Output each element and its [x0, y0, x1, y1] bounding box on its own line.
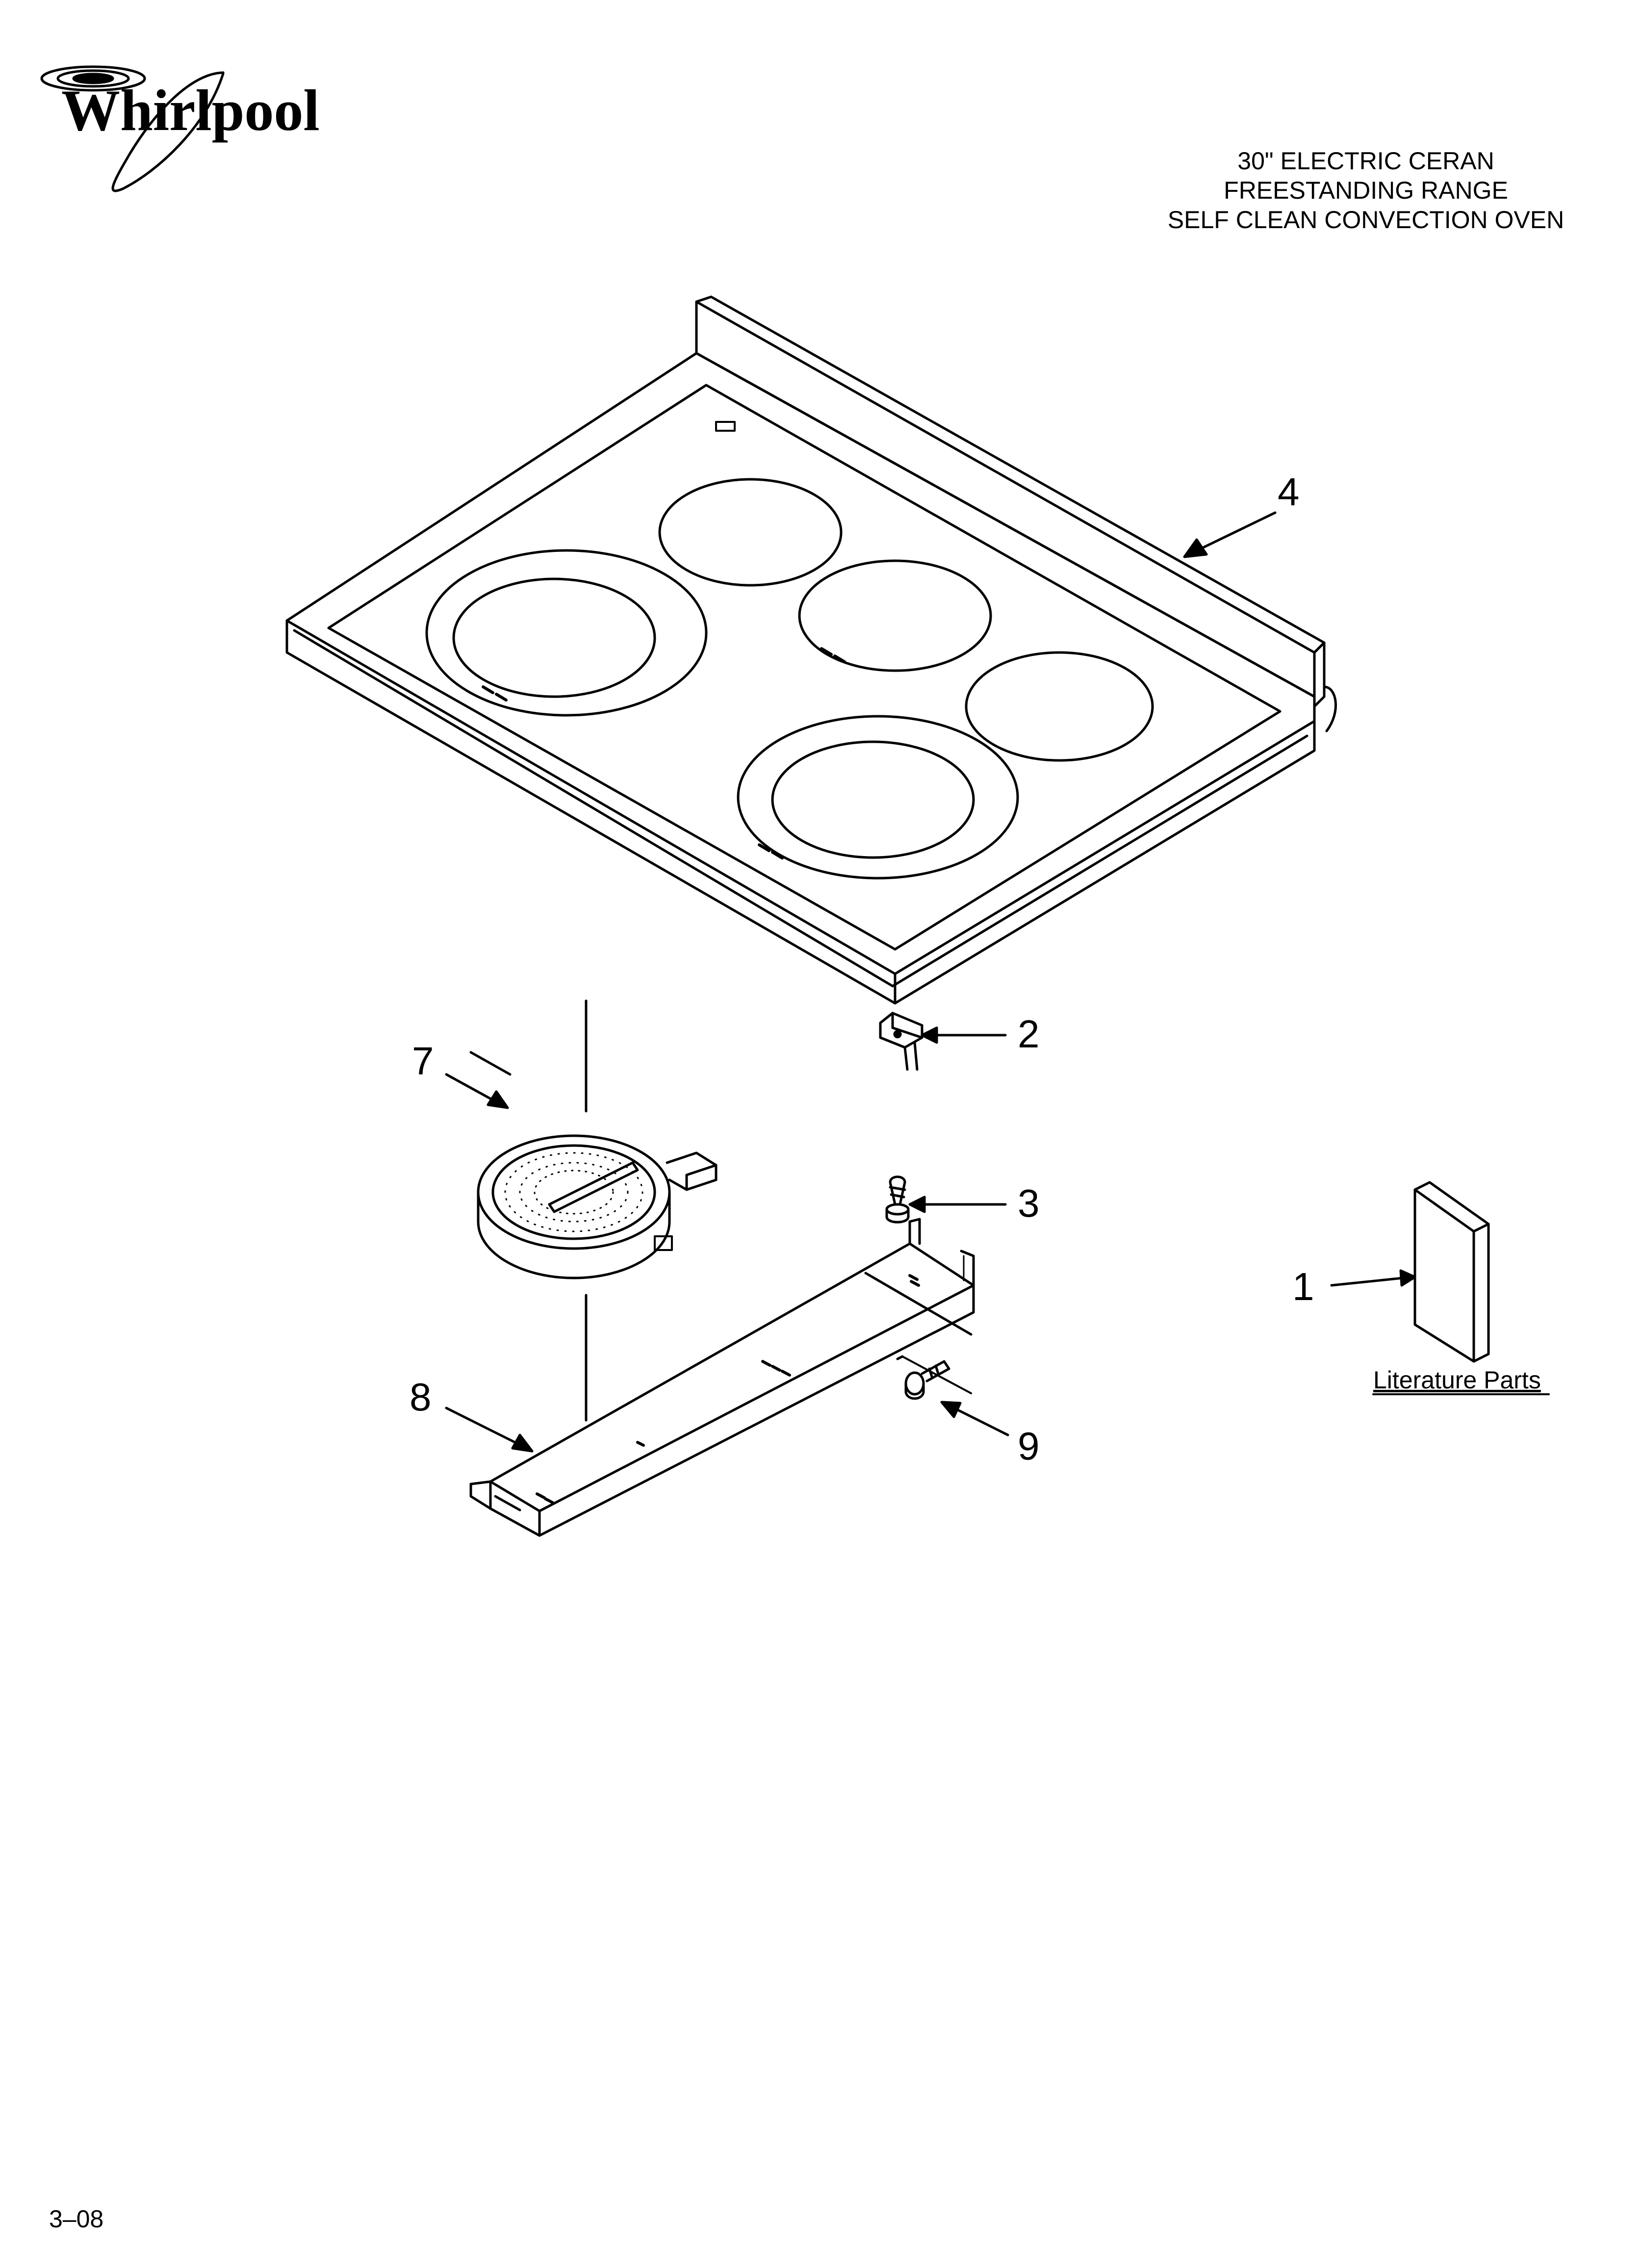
- burner-right-front: [737, 715, 1019, 880]
- whirlpool-logo: Whirlpool: [40, 65, 320, 192]
- callout-7: 7: [412, 1039, 434, 1083]
- title-line-3: SELF CLEAN CONVECTION OVEN: [1168, 206, 1565, 234]
- burner-right-rear: [965, 651, 1154, 762]
- title-block: 30" ELECTRIC CERAN FREESTANDING RANGE SE…: [1168, 147, 1565, 234]
- cooktop-right-cap: [1313, 641, 1326, 708]
- cooktop-glass: [327, 384, 1282, 951]
- burner-left-rear: [658, 478, 843, 587]
- literature-parts-label: Literature Parts: [1373, 1366, 1541, 1394]
- cooktop-lip: [293, 629, 1308, 988]
- indicator-light-icon: [715, 421, 736, 432]
- leader-lines: [445, 511, 1416, 1453]
- cooktop-backguard: [695, 295, 1326, 654]
- part-8-bracket: [469, 1218, 975, 1537]
- logo-swirl-icon: [40, 65, 225, 192]
- callout-4: 4: [1278, 470, 1300, 514]
- cooktop-right-face: [894, 720, 1316, 1005]
- brand-name: Whirlpool: [61, 78, 320, 143]
- burner-left-front: [425, 549, 708, 717]
- callout-numbers: 4 7 2 3 1 8 9: [410, 470, 1314, 1468]
- callout-2: 2: [1018, 1012, 1040, 1056]
- part-4-cooktop: [285, 295, 1337, 1005]
- callout-1: 1: [1292, 1265, 1314, 1308]
- element-terminal-block: [666, 1151, 718, 1191]
- cooktop-right-knob: [1323, 685, 1337, 732]
- cooktop-top-outer: [285, 352, 1316, 975]
- callout-9: 9: [1018, 1424, 1040, 1468]
- part-7-radiant-element: [477, 999, 718, 1422]
- title-line-2: FREESTANDING RANGE: [1224, 177, 1508, 204]
- part-1-literature-icon: [1413, 1181, 1490, 1363]
- page-number: 3–08: [49, 2205, 103, 2233]
- callout-8: 8: [410, 1375, 432, 1419]
- title-line-1: 30" ELECTRIC CERAN: [1237, 147, 1494, 175]
- cooktop-back-edge: [695, 300, 1316, 698]
- part-9-screw-icon: [896, 1355, 972, 1400]
- part-2-clip: [879, 1012, 924, 1071]
- cooktop-front-face: [285, 619, 897, 1005]
- callout-3: 3: [1018, 1181, 1040, 1225]
- burner-center: [798, 559, 992, 672]
- part-3-screw-icon: [885, 1175, 910, 1224]
